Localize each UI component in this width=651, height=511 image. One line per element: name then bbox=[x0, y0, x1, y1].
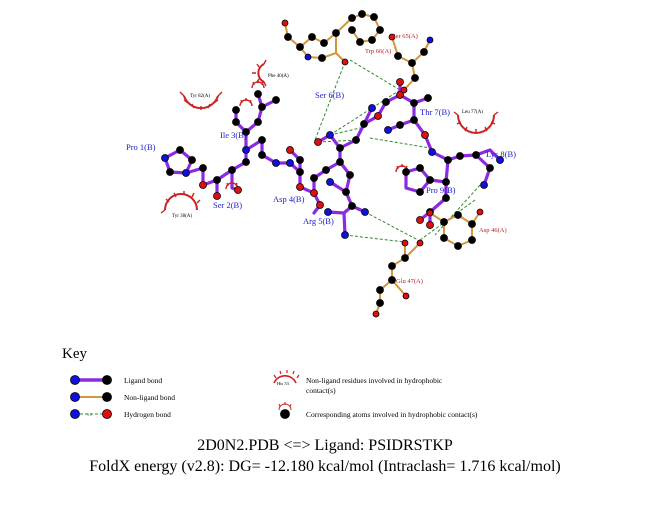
label-ser65: Ser 65(A) bbox=[392, 33, 418, 40]
label-ser2: Ser 2(B) bbox=[213, 200, 242, 210]
hbond-trp66-thr7 bbox=[349, 59, 401, 91]
label-thr7: Thr 7(B) bbox=[420, 107, 450, 117]
ligand-chain-b bbox=[288, 161, 328, 195]
label-ser6: Ser 6(B) bbox=[315, 90, 344, 100]
label-lys8: Lys 8(B) bbox=[486, 149, 516, 159]
hbond-ser65-ser6 bbox=[329, 89, 401, 136]
key-oxygen-atom bbox=[102, 409, 112, 419]
hydrogen-bonds bbox=[314, 59, 481, 243]
key: Key Ligand bond Non-ligand bond 3.0 Hydr… bbox=[62, 346, 478, 419]
footer-title: 2D0N2.PDB <=> Ligand: PSIDRSTKP bbox=[197, 437, 453, 454]
carbon-atoms bbox=[166, 10, 494, 307]
key-hbond-label: Hydrogen bond bbox=[124, 410, 171, 419]
tyr38-arc bbox=[160, 191, 201, 214]
label-asp46: Asp 46(A) bbox=[479, 227, 507, 234]
asp46-bonds bbox=[429, 212, 473, 247]
atoms bbox=[161, 10, 504, 318]
nitrogen-atoms bbox=[161, 36, 504, 239]
key-title: Key bbox=[62, 346, 87, 362]
hydrophobic-residue-labels: Phe 40(A) Tyr 82(A) Tyr 38(A) Leu 77(A) bbox=[172, 74, 483, 219]
hydrophobic-atom-arc bbox=[225, 181, 239, 190]
hbond-trp66-ser6 bbox=[314, 61, 346, 141]
key-carbon-atom bbox=[102, 375, 112, 385]
hydrophobic-atom-arc bbox=[239, 98, 253, 107]
hbond-lys8-asp46 bbox=[434, 184, 481, 236]
key-hbond-distance: 3.0 bbox=[87, 412, 92, 417]
tyr82-arc bbox=[179, 91, 223, 110]
label-tyr82: Tyr 82(A) bbox=[190, 94, 210, 99]
phe40-arc bbox=[252, 59, 267, 87]
oxygen-atoms bbox=[199, 19, 484, 318]
footer-energy: FoldX energy (v2.8): DG= -12.180 kcal/mo… bbox=[89, 458, 560, 475]
label-ile3: Ile 3(B) bbox=[220, 130, 247, 140]
hydrophobic-contacts bbox=[160, 59, 499, 214]
footer: 2D0N2.PDB <=> Ligand: PSIDRSTKP FoldX en… bbox=[89, 437, 560, 475]
trp66-bonds bbox=[284, 13, 381, 48]
label-glu47: Glu 47(A) bbox=[396, 278, 423, 285]
hbond-asp46-glu47 bbox=[419, 199, 476, 241]
label-arg5: Arg 5(B) bbox=[303, 216, 334, 226]
label-asp4: Asp 4(B) bbox=[273, 194, 305, 204]
key-ligand-bond-label: Ligand bond bbox=[124, 376, 162, 385]
key-nitrogen-atom bbox=[70, 375, 80, 385]
key-hydrophobic-residue-icon bbox=[273, 370, 300, 384]
label-phe40: Phe 40(A) bbox=[268, 74, 289, 79]
hbond-ser6-thr7 bbox=[329, 127, 361, 136]
key-nonligand-bond-label: Non-ligand bond bbox=[124, 393, 175, 402]
ligand-chain-d bbox=[316, 133, 342, 164]
hydrophobic-atom-arc bbox=[251, 80, 265, 89]
key-hydrophobic-residues-label-2: contact(s) bbox=[306, 386, 336, 395]
nonligand-bonds bbox=[284, 13, 481, 315]
label-pro1: Pro 1(B) bbox=[126, 142, 156, 152]
hbond-arg5-glu47-b bbox=[344, 234, 406, 243]
hbond-arg5-glu47-a bbox=[364, 211, 419, 241]
label-trp66: Trp 66(A) bbox=[365, 48, 391, 55]
label-pro9: Pro 9(B) bbox=[426, 185, 456, 195]
hbond-thr7-backbone bbox=[369, 137, 431, 149]
ligand-residue-labels: Pro 1(B) Ser 2(B) Ile 3(B) Asp 4(B) Arg … bbox=[126, 90, 516, 226]
hydrophobic-atom-arc bbox=[395, 164, 409, 173]
label-leu77: Leu 77(A) bbox=[462, 110, 483, 115]
protein-residue-labels: Trp 66(A) Ser 65(A) Asp 46(A) Glu 47(A) bbox=[365, 33, 507, 285]
key-hydrophobic-atoms-label: Corresponding atoms involved in hydropho… bbox=[306, 410, 478, 419]
label-tyr38: Tyr 38(A) bbox=[172, 214, 192, 219]
key-hydrophobic-atom-icon bbox=[280, 409, 290, 419]
leu77-arc bbox=[453, 111, 499, 134]
key-example-residue: His 53 bbox=[277, 381, 290, 386]
key-hydrophobic-residues-label-1: Non-ligand residues involved in hydropho… bbox=[306, 376, 443, 385]
